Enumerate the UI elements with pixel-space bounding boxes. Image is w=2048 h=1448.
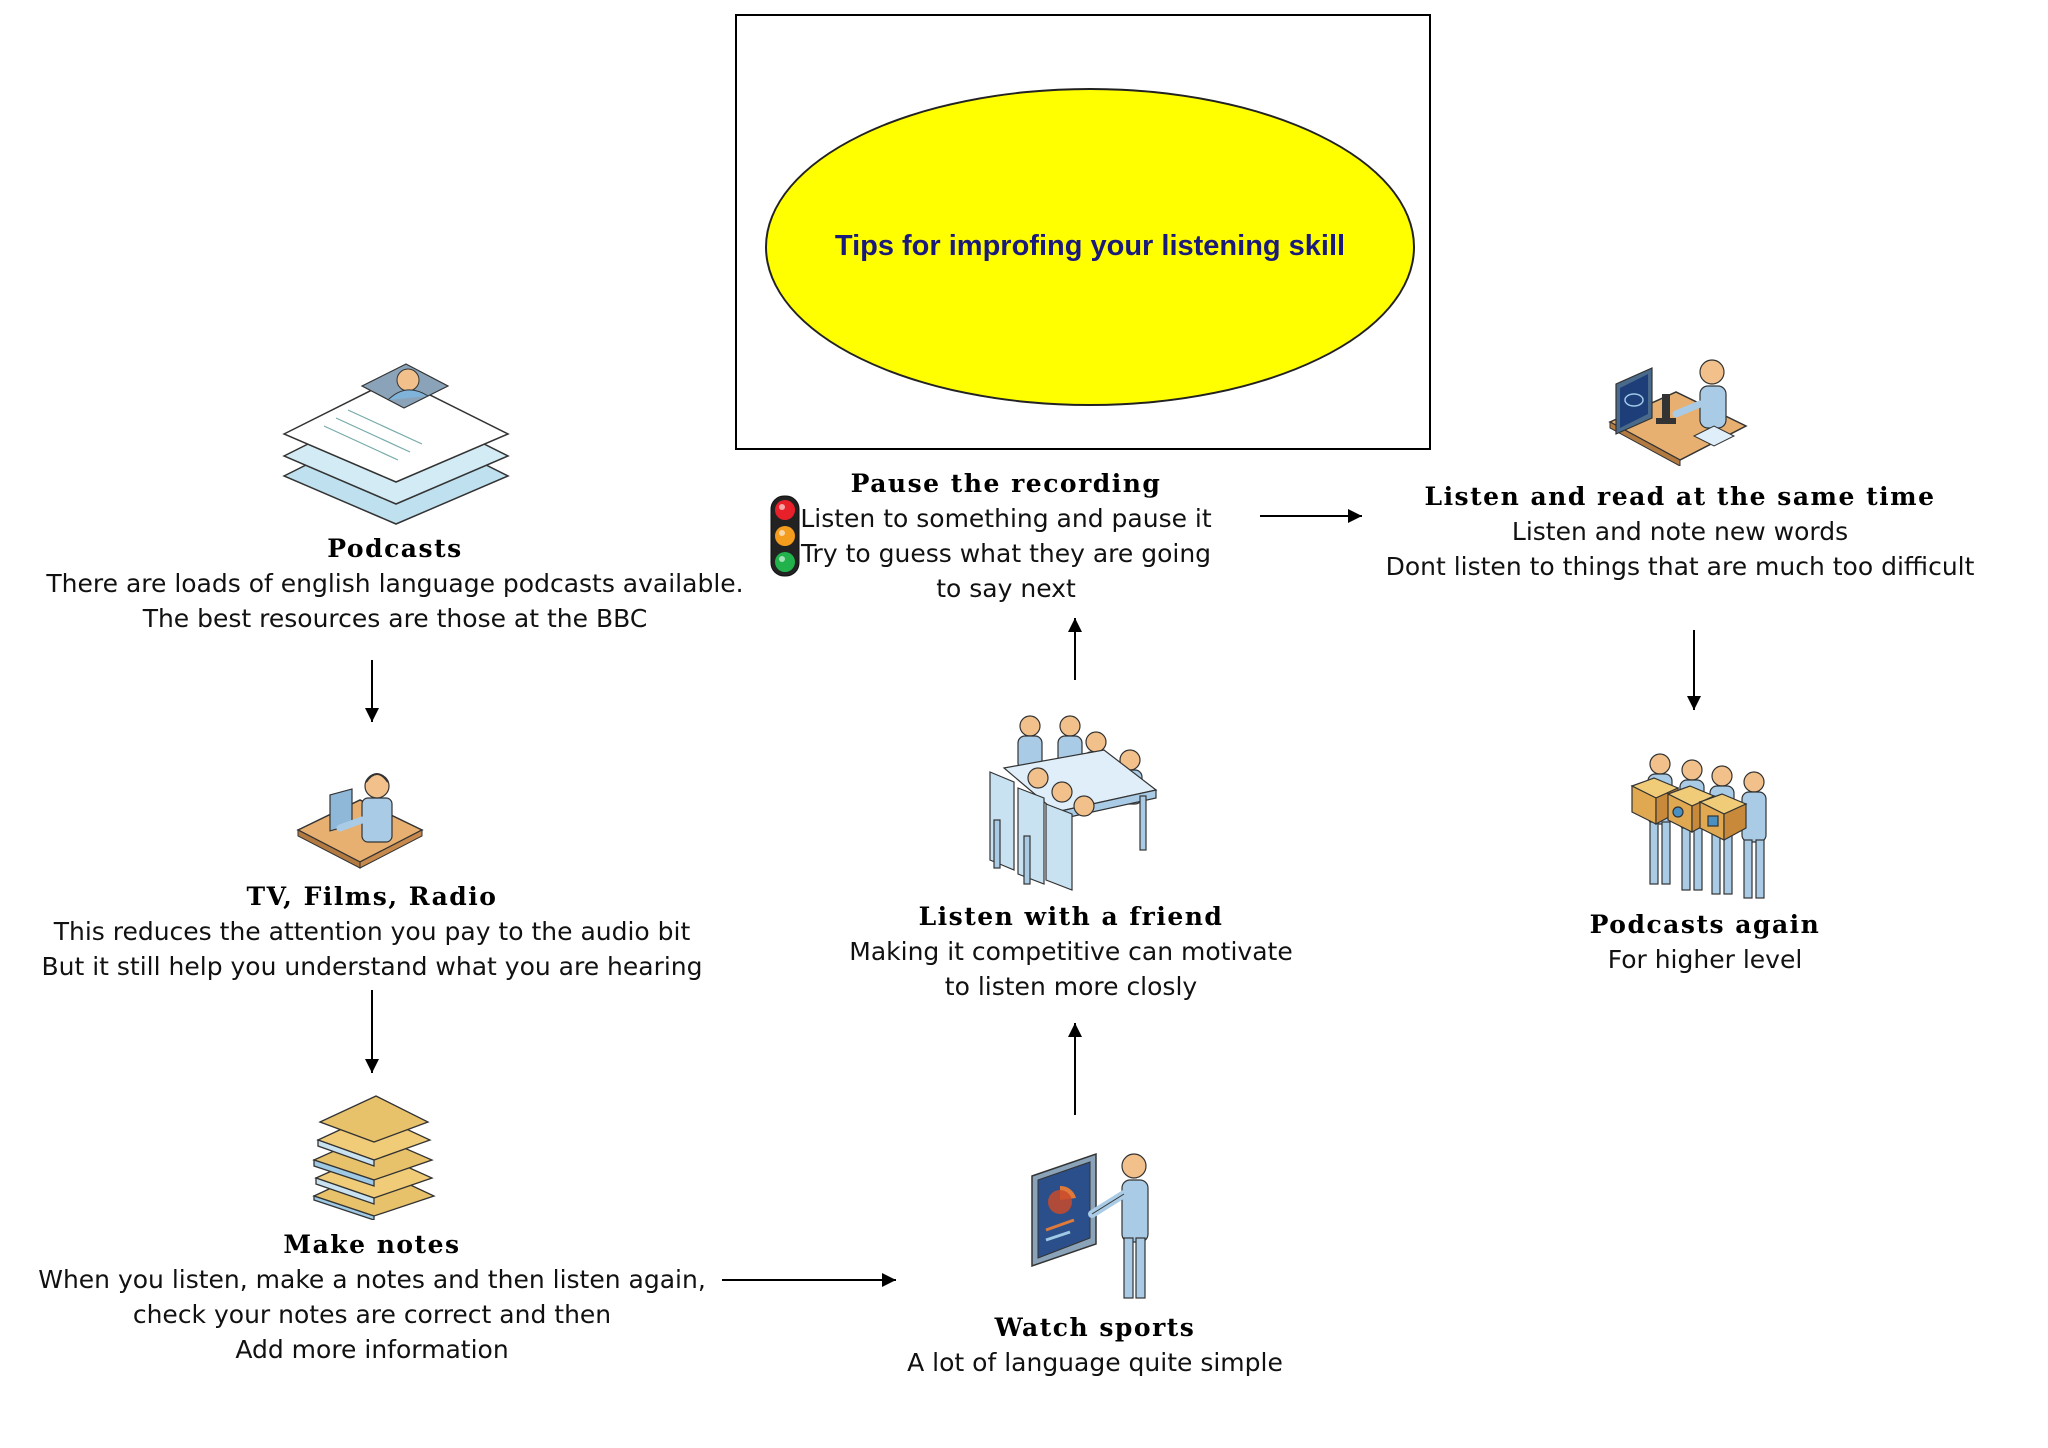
node-podcasts-line-1: There are loads of english language podc…: [46, 569, 744, 598]
traffic-light-icon: [770, 495, 800, 577]
call-center-agent-icon: [296, 773, 424, 869]
diagram-title: Tips for improfing your listening skill: [834, 229, 1346, 262]
node-pause-line-3: to say next: [936, 574, 1076, 603]
node-friend-title: Listen with a friend: [918, 902, 1224, 931]
node-podcasts: Podcasts There are loads of english lang…: [45, 532, 745, 636]
meeting-table-icon: [989, 715, 1158, 891]
node-tv-line-1: This reduces the attention you pay to th…: [53, 917, 691, 946]
title-ellipse: Tips for improfing your listening skill: [765, 88, 1415, 406]
node-tv-title: TV, Films, Radio: [246, 882, 498, 911]
node-friend-line-1: Making it competitive can motivate: [849, 937, 1293, 966]
node-notes-line-2: check your notes are correct and then: [132, 1300, 612, 1329]
node-again-title: Podcasts again: [1589, 910, 1821, 939]
node-friend-line-2: to listen more closly: [944, 972, 1198, 1001]
title-frame: Tips for improfing your listening skill: [735, 14, 1431, 450]
node-again: Podcasts again For higher level: [1505, 908, 1905, 977]
node-podcasts-title: Podcasts: [327, 534, 463, 563]
node-sports: Watch sports A lot of language quite sim…: [895, 1311, 1295, 1380]
presenter-chart-icon: [1031, 1152, 1149, 1299]
node-notes-line-3: Add more information: [235, 1335, 509, 1364]
node-tv-line-2: But it still help you understand what yo…: [41, 952, 703, 981]
node-pause-line-2: Try to guess what they are going: [800, 539, 1212, 568]
node-sports-title: Watch sports: [994, 1313, 1196, 1342]
document-stack-icon: [282, 363, 510, 525]
node-sports-line-1: A lot of language quite simple: [907, 1348, 1283, 1377]
node-pause: Pause the recording Listen to something …: [756, 467, 1256, 606]
node-notes: Make notes When you listen, make a notes…: [22, 1228, 722, 1367]
node-tv: TV, Films, Radio This reduces the attent…: [22, 880, 722, 984]
node-friend: Listen with a friend Making it competiti…: [821, 900, 1321, 1004]
node-notes-title: Make notes: [283, 1230, 461, 1259]
node-podcasts-line-2: The best resources are those at the BBC: [142, 604, 648, 633]
node-again-line-1: For higher level: [1607, 945, 1803, 974]
people-carrying-boxes-icon: [1630, 753, 1767, 899]
node-read-line-2: Dont listen to things that are much too …: [1385, 552, 1975, 581]
node-notes-line-1: When you listen, make a notes and then l…: [38, 1265, 706, 1294]
node-read: Listen and read at the same time Listen …: [1375, 480, 1985, 584]
node-read-title: Listen and read at the same time: [1424, 482, 1936, 511]
lab-worker-icon: [1608, 359, 1748, 466]
node-read-line-1: Listen and note new words: [1511, 517, 1849, 546]
node-pause-line-1: Listen to something and pause it: [800, 504, 1212, 533]
book-stack-icon: [312, 1095, 436, 1220]
node-pause-title: Pause the recording: [850, 469, 1162, 498]
